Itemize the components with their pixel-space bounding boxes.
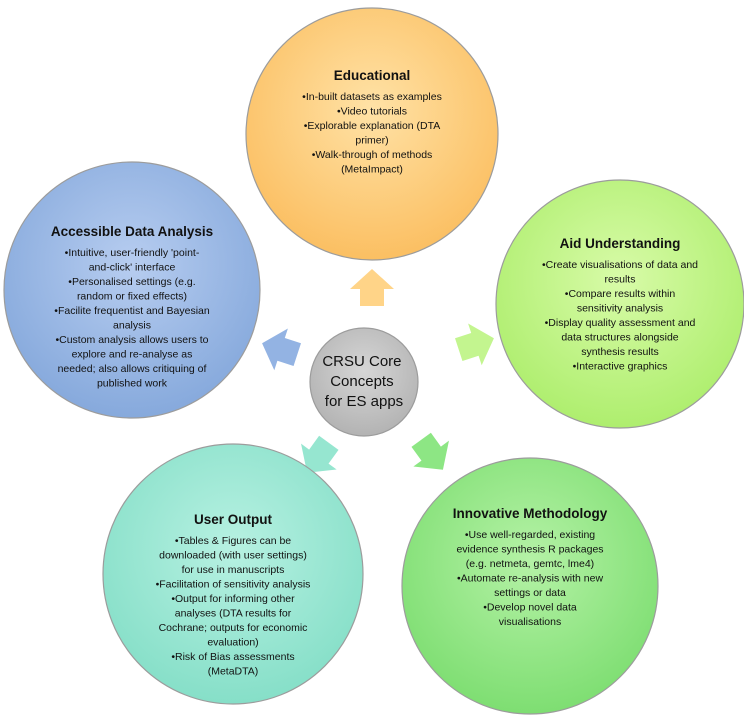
- concept-bullet: •Video tutorials: [337, 106, 407, 118]
- concept-bullet: •Compare results within: [565, 288, 676, 300]
- concept-title: Aid Understanding: [560, 236, 681, 251]
- concept-bullet: •Create visualisations of data and: [542, 259, 698, 271]
- center-line: for ES apps: [325, 393, 403, 410]
- concept-bullet: •Use well-regarded, existing: [465, 529, 595, 541]
- concept-bullet-continuation: downloaded (with user settings): [159, 550, 307, 562]
- concept-bullet-continuation: (MetaDTA): [208, 666, 259, 678]
- concept-bullet: •Output for informing other: [171, 593, 295, 605]
- concept-bullet: •Intuitive, user-friendly 'point-: [65, 247, 200, 259]
- arrow-to-user-output: [301, 435, 339, 473]
- concept-bullet: •Display quality assessment and: [545, 317, 696, 329]
- concept-bullet: •In-built datasets as examples: [302, 91, 442, 103]
- arrow-to-aid-understanding: [455, 323, 494, 366]
- concept-title: User Output: [194, 512, 273, 527]
- concept-circles: [3, 7, 744, 715]
- concept-bullet-continuation: random or fixed effects): [77, 291, 187, 303]
- concept-bullet-continuation: settings or data: [494, 587, 566, 599]
- concept-title: Educational: [334, 68, 411, 83]
- concept-bullet: •Custom analysis allows users to: [55, 334, 208, 346]
- concept-bullet: •Facilite frequentist and Bayesian: [54, 305, 210, 317]
- circle-innovative-methodology: [401, 457, 659, 715]
- concept-title: Innovative Methodology: [453, 506, 608, 521]
- concept-bullet-continuation: explore and re-analyse as: [72, 349, 193, 361]
- concept-bullet-continuation: and-click' interface: [89, 262, 176, 274]
- concept-bullet-continuation: visualisations: [499, 616, 561, 628]
- circle-user-output: [102, 443, 364, 705]
- concept-bullet: •Facilitation of sensitivity analysis: [156, 579, 311, 591]
- center-line: CRSU Core: [322, 353, 401, 370]
- arrow-to-accessible-data-analysis: [262, 328, 301, 371]
- concept-texts: Educational •In-built datasets as example…: [51, 68, 698, 678]
- concept-title: Accessible Data Analysis: [51, 224, 213, 239]
- concept-bullet-continuation: sensitivity analysis: [577, 303, 663, 315]
- concept-educational: Educational •In-built datasets as example…: [302, 68, 442, 176]
- concept-bullet-continuation: Cochrane; outputs for economic: [159, 622, 308, 634]
- concept-bullet: •Develop novel data: [483, 602, 577, 614]
- concept-bullet-continuation: (MetaImpact): [341, 164, 403, 176]
- concept-bullet-continuation: needed; also allows critiquing of: [58, 363, 207, 375]
- concept-bullet-continuation: analyses (DTA results for: [175, 608, 292, 620]
- concept-innovative-methodology: Innovative Methodology •Use well-regarded…: [453, 506, 608, 628]
- concept-bullet-continuation: evidence synthesis R packages: [456, 544, 603, 556]
- circle-accessible-data-analysis: [3, 161, 261, 419]
- arrow-to-innovative-methodology: [411, 432, 449, 470]
- concept-bullet: •Risk of Bias assessments: [171, 651, 294, 663]
- concept-bullet: •Explorable explanation (DTA: [304, 120, 441, 132]
- concept-bullet: •Walk-through of methods: [312, 149, 433, 161]
- circle-aid-understanding: [495, 179, 744, 429]
- concept-bullet-continuation: evaluation): [207, 637, 258, 649]
- concept-bullet: •Automate re-analysis with new: [457, 573, 603, 585]
- concept-bullet-continuation: published work: [97, 378, 168, 390]
- circle-educational: [245, 7, 499, 261]
- concept-aid-understanding: Aid Understanding •Create visualisations …: [542, 236, 698, 373]
- concept-bullet: •Tables & Figures can be: [175, 535, 291, 547]
- concept-bullet-continuation: primer): [355, 135, 388, 147]
- arrows: [262, 269, 494, 473]
- arrow-to-educational: [350, 269, 394, 306]
- concept-accessible-data-analysis: Accessible Data Analysis •Intuitive, user…: [51, 224, 213, 390]
- concept-bullet: •Personalised settings (e.g.: [68, 276, 195, 288]
- concept-bullet-continuation: synthesis results: [581, 346, 659, 358]
- center-label: CRSU Core Concepts for ES apps: [322, 353, 405, 410]
- concept-bullet-continuation: for use in manuscripts: [182, 564, 285, 576]
- concept-user-output: User Output •Tables & Figures can be downl…: [156, 512, 311, 678]
- circle-center: [309, 327, 419, 437]
- concept-bullet-continuation: analysis: [113, 320, 151, 332]
- concept-bullet: •Interactive graphics: [573, 361, 668, 373]
- concept-bullet-continuation: results: [605, 274, 636, 286]
- concept-bullet-continuation: (e.g. netmeta, gemtc, lme4): [466, 558, 594, 570]
- center-line: Concepts: [330, 373, 393, 390]
- concept-bullet-continuation: data structures alongside: [561, 332, 678, 344]
